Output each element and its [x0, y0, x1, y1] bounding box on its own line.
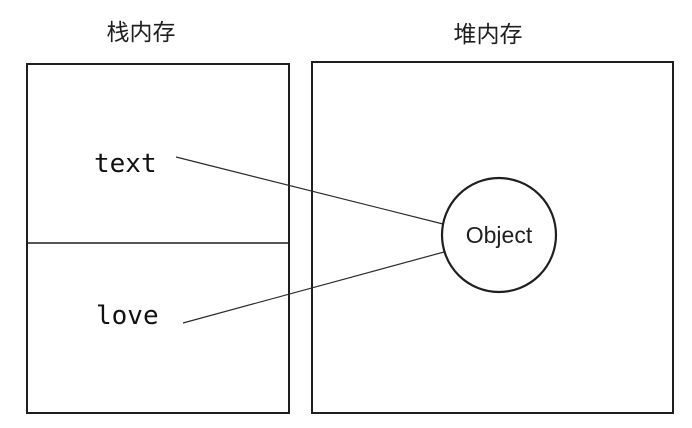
- heap-memory-title: 堆内存: [454, 22, 523, 48]
- object-label: Object: [466, 222, 533, 248]
- pointer-line-text: [175, 156, 444, 225]
- object-circle: [440, 176, 558, 294]
- stack-variable-text: text: [94, 149, 157, 179]
- stack-memory-title: 栈内存: [107, 20, 176, 46]
- stack-variable-love: love: [96, 301, 159, 331]
- pointer-line-love: [182, 251, 445, 324]
- stack-memory-box: [26, 63, 290, 414]
